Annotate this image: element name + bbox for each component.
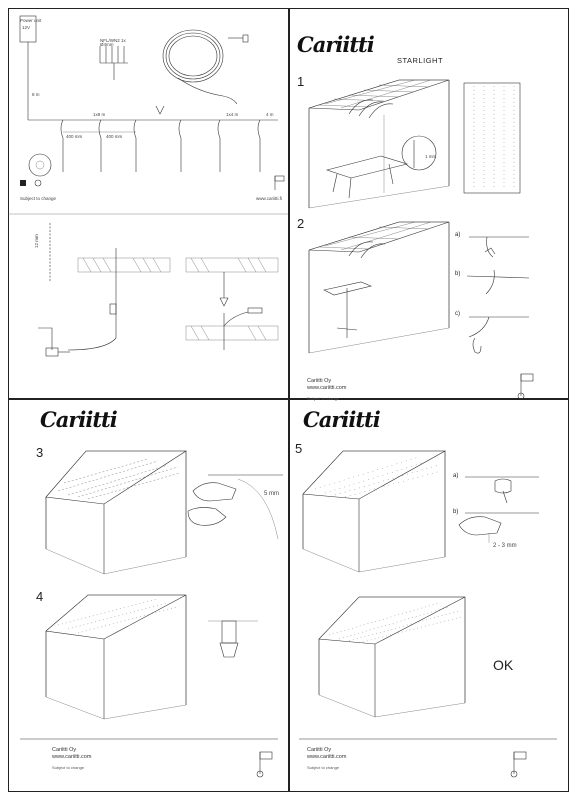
company-website: www.cariitti.com: [307, 754, 347, 760]
company-website: www.cariitti.com: [307, 385, 347, 391]
step-1-number: 1: [297, 74, 305, 89]
dim-label-3: 1x4 m: [226, 112, 239, 117]
sub-b-label: b): [453, 509, 459, 515]
connector-label-1: NFL/WN2 1x: [100, 38, 126, 43]
vertical-divider: [288, 8, 290, 792]
power-unit-label: Power unit: [20, 18, 42, 23]
subject-to-change: Subject to change: [52, 765, 85, 770]
power-unit-sub: 12V: [22, 25, 31, 30]
subject-to-change: Subject to change: [307, 765, 340, 770]
cable-label-1: 8 m: [32, 92, 40, 97]
horizontal-divider: [8, 398, 569, 400]
connector-label-2: Ø4mm: [100, 42, 114, 47]
dim-label-1: 400 mm: [66, 134, 83, 139]
rod-label: 12 mm: [34, 234, 39, 248]
step-3-4-drawing: [20, 450, 283, 778]
dim-2-3mm: 2 - 3 mm: [493, 543, 517, 549]
company-name: Cariitti Oy: [307, 747, 332, 753]
step-5-drawing: [299, 450, 557, 778]
sub-a-label: a): [455, 232, 461, 238]
cariitti-logo: Cariitti: [40, 407, 118, 432]
step-5-number: 5: [295, 441, 303, 456]
cariitti-logo: Cariitti: [297, 32, 375, 57]
company-name: Cariitti Oy: [52, 747, 77, 753]
step-1-2-drawing: [308, 79, 534, 400]
sub-a-label: a): [453, 473, 459, 479]
panel-wiring-diagram: Power unit 12V NFL/WN2 1x Ø4mm 8 m 1x8 m…: [8, 8, 288, 398]
company-name: Cariitti Oy: [307, 378, 332, 384]
step-3-number: 3: [36, 445, 44, 460]
panel-steps-3-4: Cariitti 3 5 mm: [8, 399, 288, 792]
sub-b-label: b): [455, 271, 461, 277]
cariitti-logo: Cariitti: [303, 407, 381, 432]
sub-c-label: c): [455, 311, 460, 317]
step-4-number: 4: [36, 589, 44, 604]
wiring-diagram-drawing: [8, 15, 288, 357]
dim-1mm: 1 mm: [425, 154, 437, 159]
dim-label-2: 400 mm: [106, 134, 123, 139]
website-fi: www.cariitti.fi: [256, 196, 283, 201]
subject-to-change: Subject to change: [20, 196, 57, 201]
panel-starlight-steps-1-2: Cariitti STARLIGHT 1: [289, 8, 569, 401]
step-2-number: 2: [297, 216, 305, 231]
cable-label-3: 4 m: [266, 112, 274, 117]
ok-label: OK: [493, 657, 514, 673]
subject-to-change: Subject to change: [307, 396, 340, 401]
cable-label-2: 1x8 m: [93, 112, 106, 117]
company-website: www.cariitti.com: [52, 754, 92, 760]
starlight-title: STARLIGHT: [397, 56, 444, 65]
panel-step-5: Cariitti 5 a) b) 2 - 3: [289, 399, 569, 792]
dim-5mm: 5 mm: [264, 491, 279, 497]
